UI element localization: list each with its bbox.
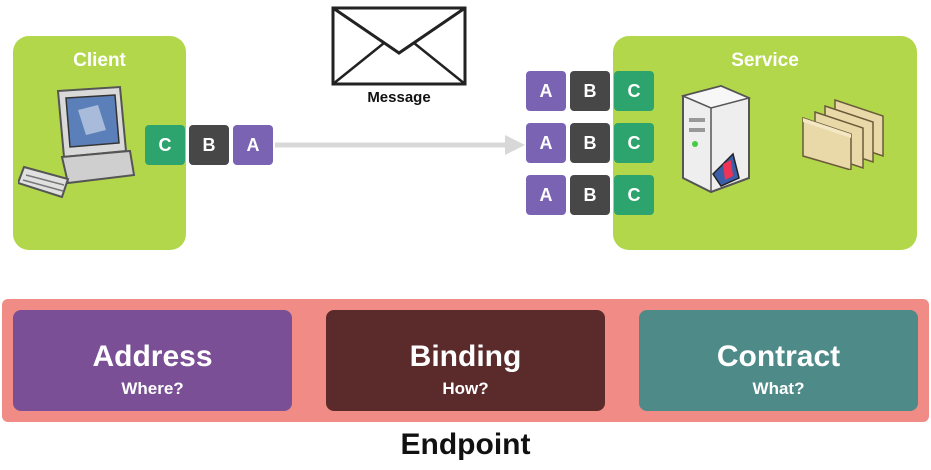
- computer-icon: [16, 85, 138, 200]
- service-tile-a: A: [526, 175, 566, 215]
- binding-question: How?: [442, 379, 489, 398]
- envelope-icon: [331, 6, 467, 86]
- service-tile-c: C: [614, 123, 654, 163]
- message-envelope: [330, 5, 468, 87]
- binding-box: Binding How?: [326, 310, 605, 411]
- client-tile-c: C: [145, 125, 185, 165]
- contract-label: Contract: [716, 340, 841, 373]
- endpoint-label: Endpoint: [400, 428, 531, 461]
- service-tile-b: B: [570, 123, 610, 163]
- message-arrow: [275, 130, 525, 160]
- folders-icon: [795, 98, 895, 171]
- client-tile-b: B: [189, 125, 229, 165]
- contract-box: Contract What?: [639, 310, 918, 411]
- service-tile-c: C: [614, 175, 654, 215]
- service-tile-a: A: [526, 123, 566, 163]
- server-icon: [675, 82, 755, 197]
- address-label: Address: [92, 340, 213, 373]
- binding-label: Binding: [409, 340, 522, 373]
- client-tile-a: A: [233, 125, 273, 165]
- client-title: Client: [73, 50, 126, 71]
- service-tile-b: B: [570, 175, 610, 215]
- service-tile-a: A: [526, 71, 566, 111]
- service-title: Service: [731, 50, 799, 71]
- service-tile-b: B: [570, 71, 610, 111]
- address-question: Where?: [121, 379, 184, 398]
- message-label: Message: [367, 89, 431, 106]
- address-box: Address Where?: [13, 310, 292, 411]
- service-tile-c: C: [614, 71, 654, 111]
- contract-question: What?: [752, 379, 805, 398]
